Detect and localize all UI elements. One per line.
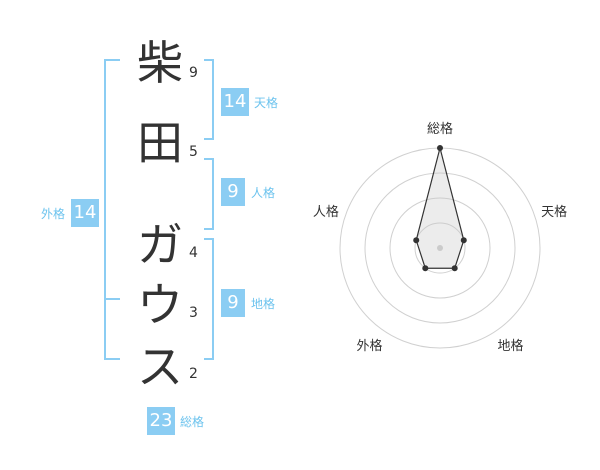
name-char-2: 田 [137, 116, 183, 170]
chikaku-label: 地格 [251, 297, 276, 311]
soukaku-label: 総格 [180, 415, 205, 429]
name-char-4: ウ [137, 278, 183, 332]
radar-axis-label-3: 地格 [498, 338, 524, 354]
stroke-count-1: 9 [189, 65, 198, 81]
radar-point-4 [422, 265, 429, 272]
radar-polygon [415, 147, 465, 269]
tenkaku-label: 天格 [254, 96, 279, 110]
jinkaku-label: 人格 [251, 186, 276, 200]
jinkaku-value: 9 [221, 178, 245, 206]
chikaku-value: 9 [221, 289, 245, 317]
radar-point-3 [451, 265, 458, 272]
gaikaku-label: 外格 [41, 207, 66, 221]
name-char-1: 柴 [137, 36, 183, 90]
radar-point-2 [460, 237, 467, 244]
soukaku-value: 23 [147, 407, 175, 435]
radar-axis-label-4: 外格 [356, 338, 382, 354]
radar-ring [414, 222, 466, 274]
radar-point-5 [413, 237, 420, 244]
radar-point-1 [437, 145, 443, 151]
radar-axis-label-5: 人格 [313, 204, 339, 220]
radar-axis-label-1: 総格 [427, 121, 453, 137]
stroke-count-2: 5 [189, 144, 198, 160]
name-char-3: ガ [137, 218, 183, 272]
gaikaku-value: 14 [71, 199, 99, 227]
radar-axis-label-2: 天格 [541, 204, 567, 220]
radar-ring [389, 197, 491, 299]
stroke-count-5: 2 [189, 366, 198, 382]
radar-center [437, 245, 443, 251]
name-char-5: ス [137, 340, 183, 394]
stroke-count-4: 3 [189, 305, 198, 321]
stroke-count-3: 4 [189, 245, 198, 261]
tenkaku-value: 14 [221, 88, 249, 116]
radar-ring [364, 172, 516, 324]
